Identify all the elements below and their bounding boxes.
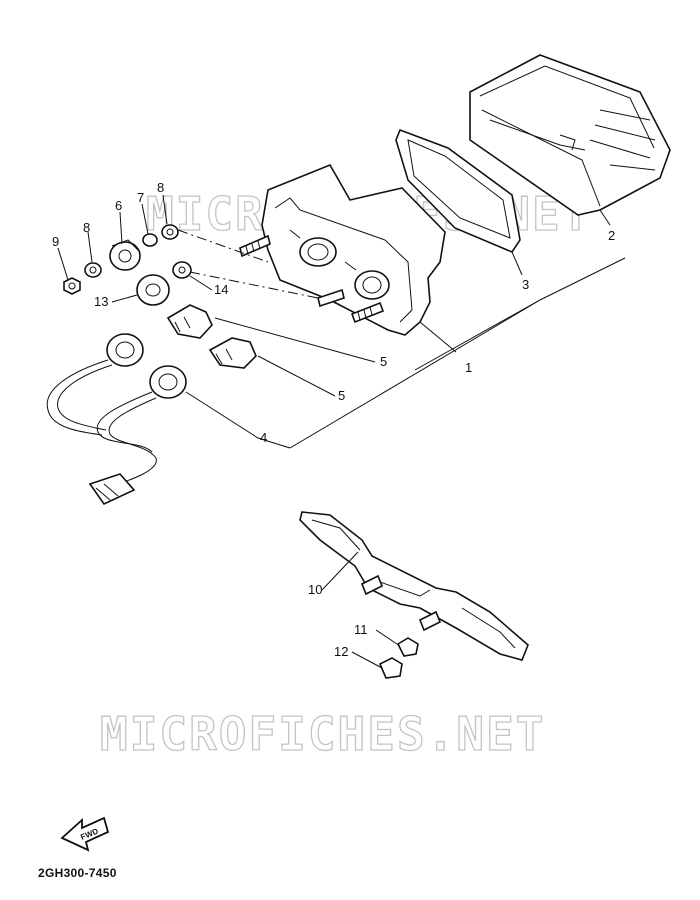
callout-8a: 8	[157, 180, 164, 195]
fwd-arrow-icon: FWD	[60, 816, 110, 852]
callout-4: 4	[260, 430, 267, 445]
part-grommet-13	[136, 274, 170, 306]
part-socket-harness	[46, 333, 187, 506]
callout-10: 10	[308, 582, 322, 597]
callout-3: 3	[522, 277, 529, 292]
part-bolt-11	[396, 637, 419, 657]
callout-7: 7	[137, 190, 144, 205]
part-lamp-body	[239, 163, 446, 336]
callout-2: 2	[608, 228, 615, 243]
leader-lines	[57, 194, 626, 669]
part-bulb-5b	[208, 337, 257, 369]
callout-1: 1	[465, 360, 472, 375]
part-license-bracket	[299, 511, 529, 661]
diagram-code: 2GH300-7450	[38, 866, 117, 880]
part-lens-housing	[469, 54, 671, 216]
callout-6: 6	[115, 198, 122, 213]
part-washer-14	[172, 261, 192, 279]
part-washer-8b	[84, 262, 102, 278]
part-bulb-5a	[166, 304, 213, 339]
part-nut-9	[63, 277, 81, 295]
callout-5a: 5	[380, 354, 387, 369]
callout-12: 12	[334, 644, 348, 659]
callout-5b: 5	[338, 388, 345, 403]
part-nut-12	[378, 657, 403, 679]
part-grommet-6	[109, 239, 141, 271]
callout-8b: 8	[83, 220, 90, 235]
callout-9: 9	[52, 234, 59, 249]
part-collar-7	[142, 233, 158, 247]
watermark-bottom: MICROFICHES.NET	[100, 707, 545, 761]
callout-13: 13	[94, 294, 108, 309]
part-gasket	[395, 128, 521, 253]
part-washer-8a	[161, 224, 179, 240]
callout-11: 11	[354, 622, 368, 637]
callout-14: 14	[214, 282, 228, 297]
